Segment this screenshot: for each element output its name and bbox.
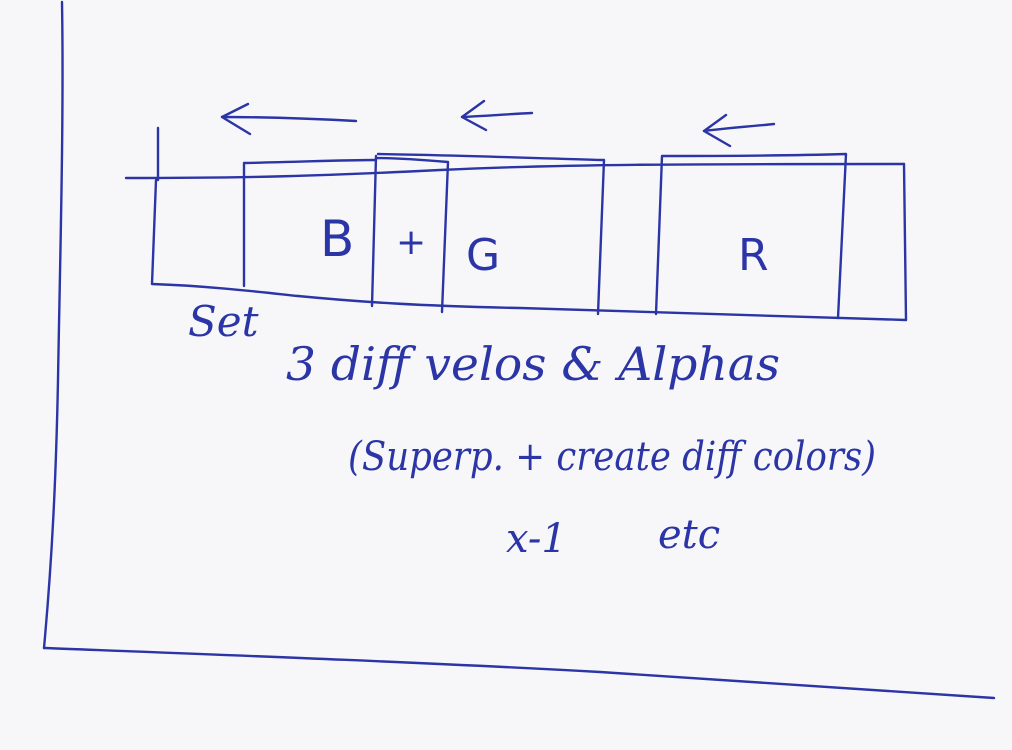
- block-b-outline: [242, 158, 378, 288]
- strip-right-end: [902, 162, 908, 322]
- strip-left-end: [150, 178, 300, 298]
- strip-bottom-line: [296, 294, 908, 322]
- arrow-left-icon: [220, 102, 358, 136]
- note-velocities-alphas: 3 diff velos & Alphas: [286, 337, 780, 391]
- block-label-plus: +: [396, 222, 426, 263]
- block-label-r: R: [738, 230, 769, 281]
- block-g-outline: [376, 152, 606, 316]
- strip-top-line: [124, 162, 906, 180]
- note-etc: etc: [658, 512, 720, 558]
- block-overlap-outline: [370, 154, 450, 314]
- block-label-b: B: [320, 210, 354, 268]
- arrow-left-icon: [460, 99, 534, 132]
- block-label-g: G: [466, 230, 500, 281]
- frame-left-edge: [42, 0, 64, 650]
- arrow-left-icon: [702, 113, 776, 148]
- note-x-minus-1: x-1: [506, 516, 567, 562]
- frame-bottom-edge: [42, 646, 996, 700]
- note-set: Set: [188, 297, 259, 346]
- note-superposition: (Superp. + create diff colors): [348, 434, 876, 480]
- block-r-outline: [654, 152, 848, 320]
